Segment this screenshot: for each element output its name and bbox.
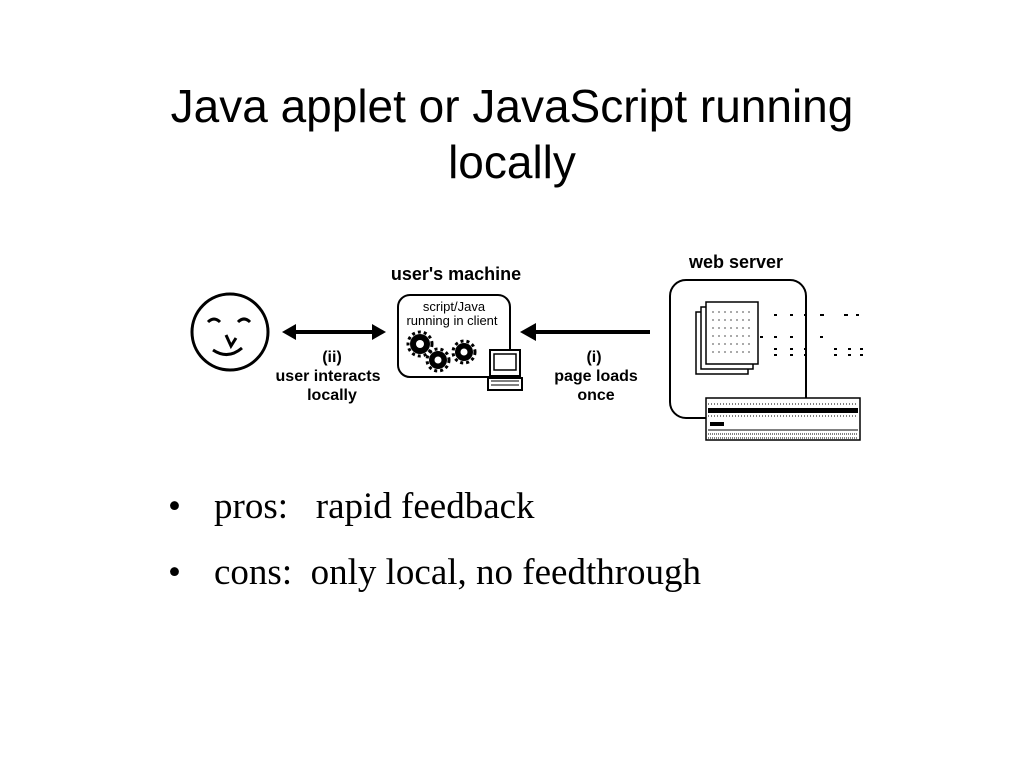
step-i-label: (i) — [586, 349, 601, 366]
step-i-line1: page loads — [554, 368, 638, 385]
web-server-label: web server — [688, 252, 783, 272]
page-load-arrow — [520, 323, 650, 341]
step-ii-line2: locally — [307, 387, 357, 404]
user-face-icon — [190, 292, 270, 372]
bullet-marker: • — [168, 486, 181, 527]
client-box-line1: script/Java — [423, 299, 486, 314]
slide-title: Java applet or JavaScript running locall… — [60, 78, 964, 190]
step-ii-line1: user interacts — [276, 368, 381, 385]
bullet-text: cons: only local, no feedthrough — [214, 552, 702, 593]
slide-title-line1: Java applet or JavaScript running — [170, 80, 854, 132]
interaction-double-arrow — [282, 324, 386, 340]
web-server-box — [669, 279, 863, 419]
computer-icon — [487, 349, 523, 391]
documents-icon — [695, 301, 759, 375]
client-box: script/Java running in client — [397, 294, 511, 378]
bullet-item: • cons: only local, no feedthrough — [168, 548, 948, 614]
bullet-marker: • — [168, 552, 181, 593]
bullet-item: • pros: rapid feedback — [168, 482, 948, 548]
step-ii-label: (ii) — [322, 349, 342, 366]
gears-icon — [406, 330, 477, 373]
users-machine-label: user's machine — [391, 264, 521, 284]
bullet-text: pros: rapid feedback — [214, 486, 535, 527]
bullet-list: • pros: rapid feedback • cons: only local,… — [168, 482, 948, 614]
architecture-diagram: (ii) user interacts locally user's machi… — [190, 252, 863, 441]
step-i-line2: once — [577, 387, 614, 404]
server-dots-decoration — [760, 314, 863, 356]
slide-title-line2: locally — [448, 136, 576, 188]
server-hardware-icon — [705, 397, 861, 441]
client-box-line2: running in client — [406, 313, 497, 328]
